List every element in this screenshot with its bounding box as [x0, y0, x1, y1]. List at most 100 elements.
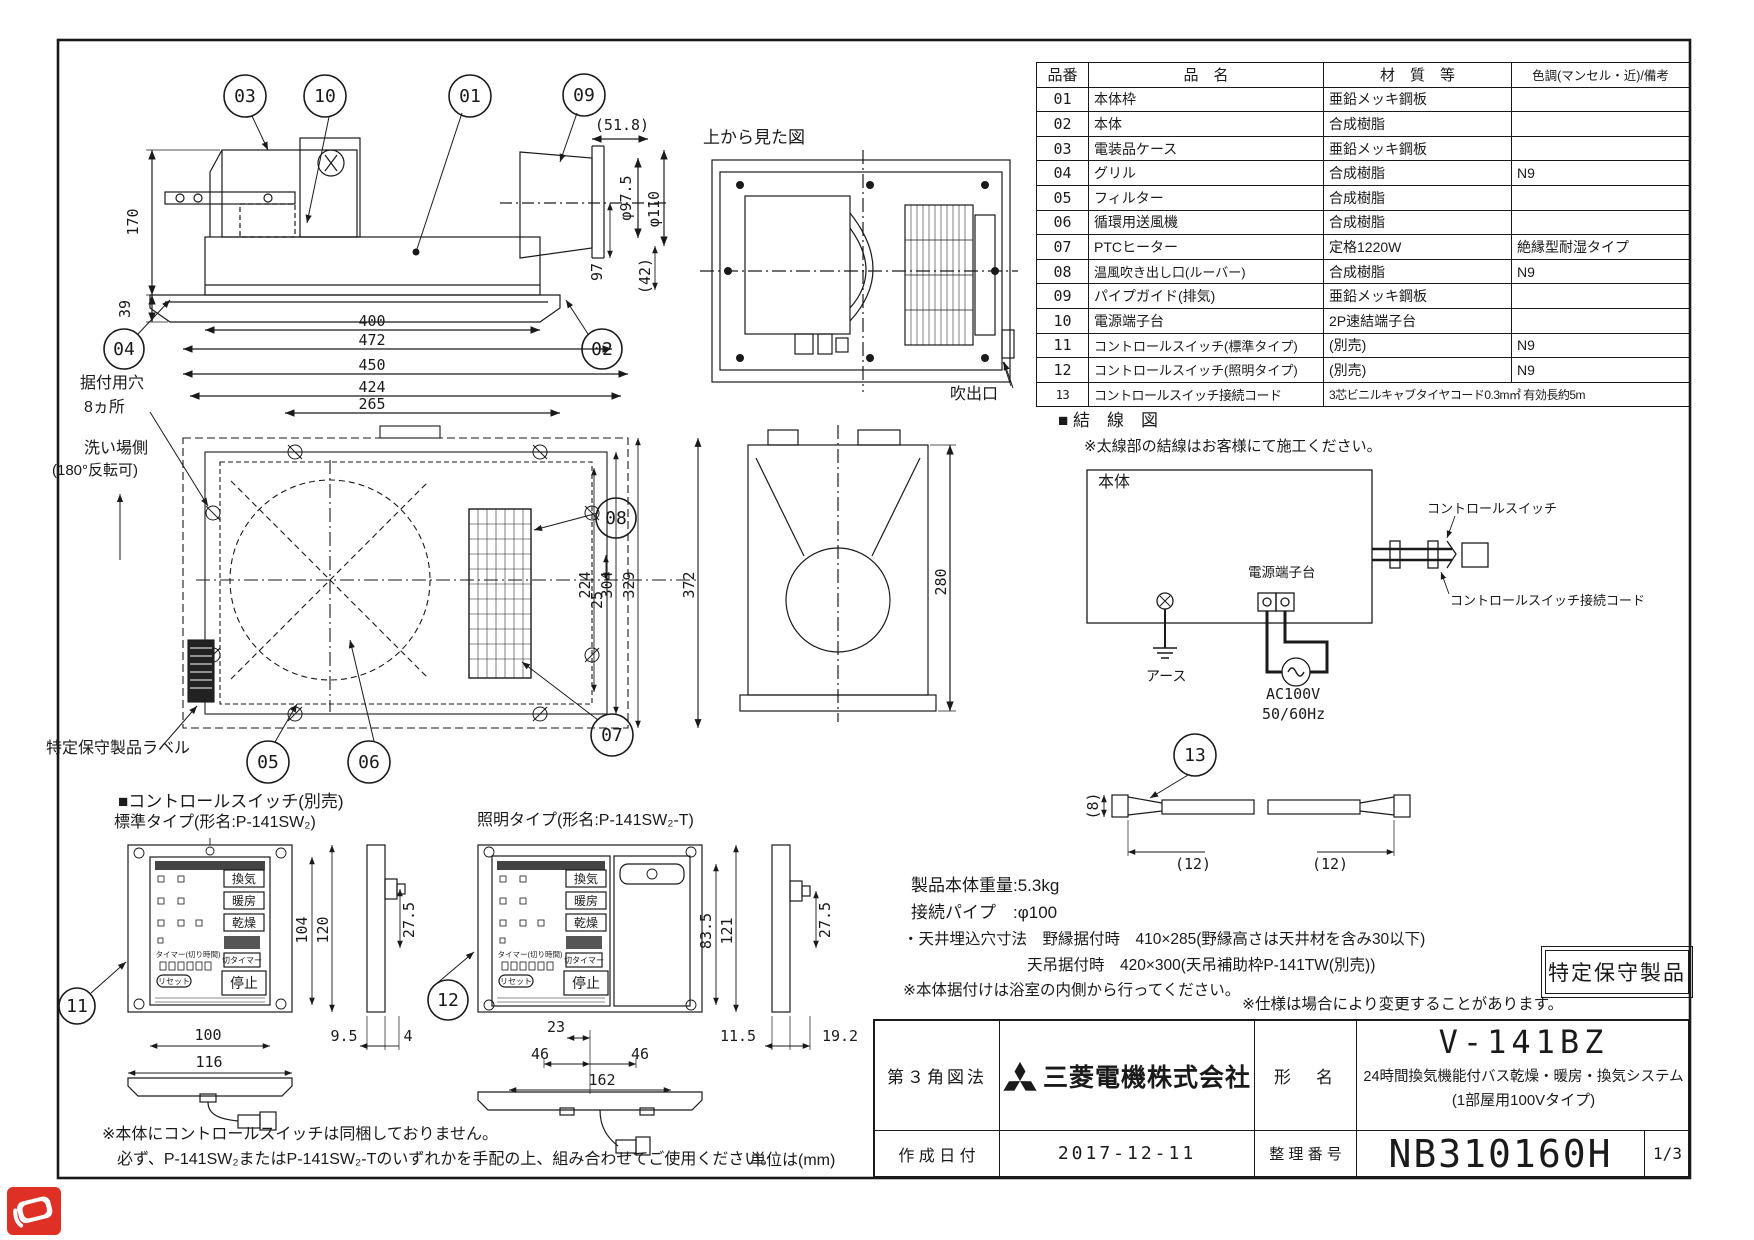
part-material: 合成樹脂 — [1323, 258, 1512, 285]
bottom-note-1: ※本体にコントロールスイッチは同梱しておりません。 — [102, 1126, 498, 1143]
part-color — [1511, 184, 1690, 211]
panel-button-texts: 換気 暖房 乾燥 停止 切タイマー リセット タイマー(切り時間) 換気 暖房 … — [156, 871, 605, 991]
top-view-title: 上から見た図 — [703, 128, 805, 147]
callout-07: 07 — [601, 725, 623, 746]
part-material: 亜鉛メッキ鋼板 — [1323, 283, 1512, 309]
part-color — [1511, 307, 1690, 334]
callout-01: 01 — [459, 86, 481, 107]
part-color: N9 — [1511, 160, 1690, 186]
callout-13: 13 — [1184, 745, 1206, 766]
projection-method: 第３角図法 — [875, 1021, 1000, 1131]
switch-section-heading: ■コントロールスイッチ(別売) — [118, 792, 344, 811]
part-color — [1511, 86, 1690, 113]
part-color — [1511, 111, 1690, 137]
wiring-body-label: 本体 — [1098, 474, 1131, 491]
front-view-art — [182, 425, 702, 729]
part-name: コントロールスイッチ接続コード — [1088, 381, 1324, 408]
dim-4: 4 — [403, 1027, 412, 1045]
callout-balloons: 03 10 01 09 04 02 05 06 07 08 11 12 13 — [58, 73, 1217, 1025]
dim-27-5a: 27.5 — [400, 902, 418, 938]
part-material: 定格1220W — [1323, 234, 1512, 260]
callout-04: 04 — [113, 339, 135, 360]
dim-23: 23 — [547, 1018, 565, 1036]
switch-standard-art — [127, 838, 406, 1131]
dim-329: 329 — [620, 571, 638, 598]
sheet-frame — [56, 38, 1692, 1180]
model-cell: V-141BZ 24時間換気機能付バス乾燥・暖房・換気システム (1部屋用100… — [1357, 1021, 1690, 1131]
wiring-control-switch-label: コントロールスイッチ — [1427, 501, 1558, 516]
part-number: 07 — [1036, 234, 1089, 260]
dim-104: 104 — [293, 916, 311, 943]
callout-09: 09 — [573, 85, 595, 106]
part-material: 合成樹脂 — [1323, 184, 1512, 211]
light-vent-button-label: 換気 — [574, 871, 598, 886]
part-color: N9 — [1511, 258, 1690, 285]
creation-date: 2017-12-11 — [1000, 1131, 1255, 1176]
dim-162: 162 — [588, 1071, 615, 1089]
reference-number-label: 整 理 番 号 — [1255, 1131, 1357, 1176]
leader-lines — [90, 112, 1189, 994]
light-dry-button-label: 乾燥 — [574, 916, 598, 930]
part-name: グリル — [1088, 160, 1324, 186]
part-material: 2P速結端子台 — [1323, 307, 1512, 334]
part-name: 本体枠 — [1088, 86, 1324, 113]
dim-120: 120 — [314, 916, 332, 943]
wiring-ac-label-1: AC100V — [1266, 685, 1321, 703]
part-name: PTCヒーター — [1088, 234, 1324, 260]
part-material: 合成樹脂 — [1323, 111, 1512, 137]
part-name: 温風吹き出し口(ルーバー) — [1088, 258, 1324, 285]
part-name: フィルター — [1088, 184, 1324, 211]
parts-table-header: 品番 品 名 材 質 等 色調(マンセル・近)/備考 — [1036, 62, 1690, 88]
light-stop-button-label: 停止 — [572, 975, 600, 991]
dim-cord-12b: (12) — [1312, 855, 1348, 873]
part-number: 04 — [1036, 160, 1089, 186]
wiring-ac-label-2: 50/60Hz — [1262, 705, 1326, 723]
dim-100: 100 — [194, 1026, 221, 1044]
dim-372: 372 — [680, 571, 698, 598]
part-material: 3芯ビニルキャブタイヤコード0.3m㎡ 有効長約5m — [1323, 381, 1690, 408]
part-number: 02 — [1036, 111, 1089, 137]
title-block: 第３角図法 三菱電機株式会社 形 名 V-141BZ 24時間換気機能付バス乾燥… — [873, 1019, 1690, 1178]
dim-cord-12a: (12) — [1175, 855, 1211, 873]
part-number: 11 — [1036, 332, 1089, 359]
part-name: 電源端子台 — [1088, 307, 1324, 334]
wash-side-label-2: (180°反転可) — [52, 462, 139, 479]
callout-12: 12 — [437, 990, 459, 1011]
corner-logo-icon — [7, 1187, 61, 1235]
part-number: 12 — [1036, 357, 1089, 383]
spec-hanging: 天吊据付時 420×300(天吊補助枠P-141TW(別売)) — [1027, 957, 1376, 974]
dim-265: 265 — [358, 395, 385, 413]
std-heat-button-label: 暖房 — [232, 893, 256, 908]
dim-170: 170 — [124, 208, 142, 235]
switch-light-art — [477, 844, 819, 1156]
part-name: コントロールスイッチ(照明タイプ) — [1088, 357, 1324, 383]
part-material: 合成樹脂 — [1323, 160, 1512, 186]
dim-27-5b: 27.5 — [816, 902, 834, 938]
part-material: 亜鉛メッキ鋼板 — [1323, 135, 1512, 162]
date-label: 作 成 日 付 — [875, 1131, 1000, 1176]
light-timer-label: タイマー(切り時間) — [498, 950, 563, 959]
part-material: (別売) — [1323, 357, 1512, 383]
mount-hole-label-2: 8ヵ所 — [84, 399, 125, 416]
dim-472: 472 — [358, 331, 385, 349]
page-number: 1/3 — [1653, 1144, 1682, 1163]
dim-39: 39 — [116, 300, 134, 318]
product-name-line1: 24時間換気機能付バス乾燥・暖房・換気システム — [1363, 1069, 1684, 1085]
std-dry-button-label: 乾燥 — [232, 916, 256, 930]
model-label: 形 名 — [1255, 1021, 1357, 1131]
reference-number: NB310160H — [1357, 1131, 1645, 1176]
wiring-earth-label: アース — [1146, 668, 1187, 684]
spec-weight: 製品本体重量:5.3kg — [911, 876, 1060, 895]
dim-51-8: (51.8) — [595, 116, 649, 134]
part-number: 03 — [1036, 135, 1089, 162]
dim-cord-8: (8) — [1084, 792, 1102, 819]
light-offtimer-button-label: 切タイマー — [564, 956, 604, 965]
col-header-number: 品番 — [1036, 62, 1089, 88]
maintenance-product-badge: 特定保守製品 — [1541, 946, 1693, 998]
